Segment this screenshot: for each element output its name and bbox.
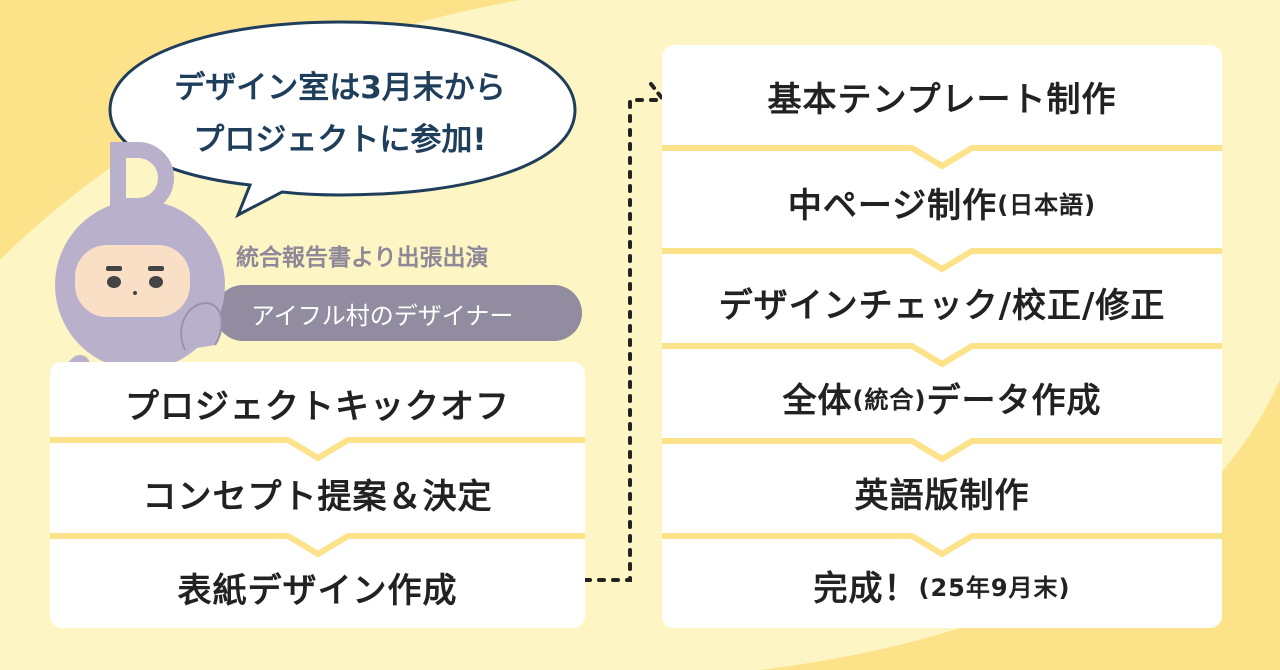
step-item: 英語版制作 bbox=[662, 447, 1222, 537]
step-label: 完成！ bbox=[813, 568, 919, 609]
step-label: 全体 bbox=[782, 380, 853, 421]
step-label: 英語版制作 bbox=[854, 475, 1030, 516]
step-divider-chevron bbox=[662, 248, 1222, 273]
step-sublabel: (25年9月末) bbox=[918, 573, 1071, 602]
step-item: 表紙デザイン作成 bbox=[177, 570, 458, 611]
step-item: コンセプト提案＆決定 bbox=[142, 476, 493, 517]
step-item: 完成！(25年9月末) bbox=[662, 542, 1222, 628]
speech-line-2: プロジェクトに参加! bbox=[193, 122, 487, 158]
character-subtitle: 統合報告書より出張出演 bbox=[236, 245, 489, 271]
step-item: デザインチェック/校正/修正 bbox=[662, 257, 1222, 347]
step-item: プロジェクトキックオフ bbox=[125, 387, 510, 427]
speech-bubble-text: デザイン室は3月末から プロジェクトに参加! bbox=[120, 62, 560, 166]
step-item: 基本テンプレート制作 bbox=[662, 45, 1222, 147]
step-divider-chevron bbox=[662, 533, 1222, 558]
step-label: 基本テンプレート制作 bbox=[767, 79, 1117, 120]
step-item: 全体(統合)データ作成 bbox=[662, 352, 1222, 442]
step-divider-chevron bbox=[662, 145, 1222, 170]
name-tag: アイフル村のデザイナー bbox=[215, 285, 582, 341]
step-divider-chevron bbox=[50, 437, 585, 462]
step-sublabel: (日本語) bbox=[997, 191, 1097, 219]
step-label: 中ページ制作 bbox=[787, 186, 998, 226]
step-sublabel: (統合) bbox=[852, 385, 927, 414]
dotted-connector bbox=[583, 98, 662, 582]
step-divider-chevron bbox=[50, 533, 585, 558]
step-divider-chevron bbox=[662, 343, 1222, 368]
step-label-tail: データ作成 bbox=[926, 380, 1102, 421]
step-divider-chevron bbox=[662, 438, 1222, 463]
right-steps-panel: 基本テンプレート制作 中ページ制作(日本語) デザインチェック/校正/修正 全体… bbox=[662, 45, 1222, 628]
step-item: 中ページ制作(日本語) bbox=[662, 155, 1222, 250]
arrow-head-icon bbox=[649, 82, 667, 104]
step-label: デザインチェック/校正/修正 bbox=[718, 285, 1166, 326]
name-tag-text: アイフル村のデザイナー bbox=[251, 301, 514, 330]
left-steps-panel: プロジェクトキックオフ コンセプト提案＆決定 表紙デザイン作成 bbox=[50, 362, 585, 628]
speech-line-1: デザイン室は3月末から bbox=[174, 70, 506, 106]
